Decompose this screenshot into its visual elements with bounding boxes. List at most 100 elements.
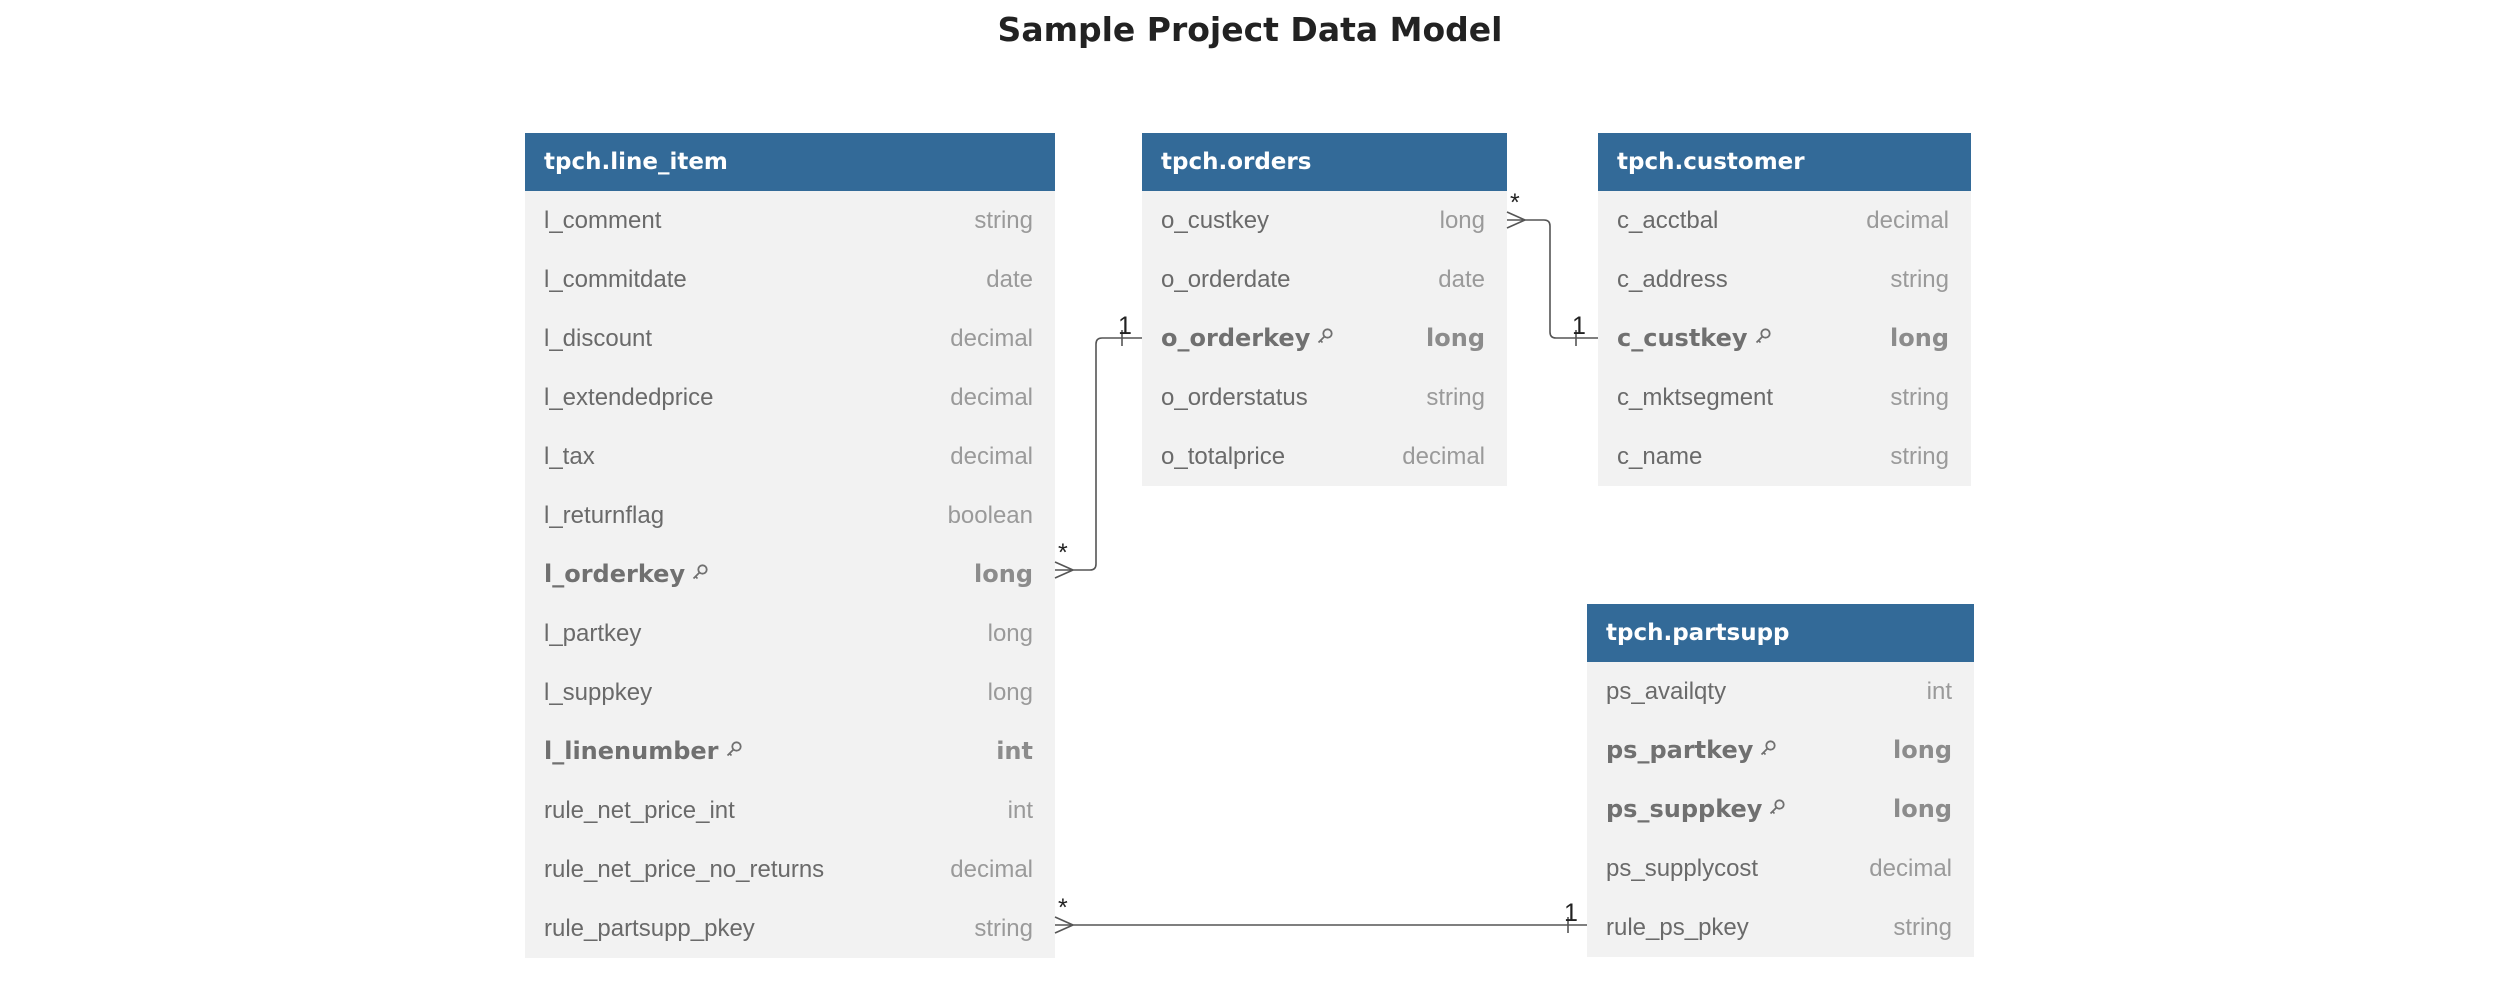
column-name-text: o_custkey [1161, 207, 1270, 234]
column-type: long [1890, 324, 1949, 352]
column-name-text: l_returnflag [544, 502, 665, 529]
column-name-text: c_address [1617, 266, 1728, 293]
column-type: int [1926, 678, 1952, 705]
column-name: c_custkey [1617, 309, 1772, 368]
column-name: l_suppkey [544, 663, 652, 722]
column-name: o_orderdate [1161, 250, 1290, 309]
column-type: decimal [1402, 443, 1485, 470]
column-name-text: o_orderstatus [1161, 384, 1308, 411]
column-type: long [987, 679, 1033, 706]
column-type: long [987, 620, 1033, 647]
column-name-text: rule_net_price_int [544, 797, 735, 824]
column-type: decimal [950, 384, 1033, 411]
column-name: rule_partsupp_pkey [544, 899, 755, 958]
column-row[interactable]: o_orderstatus string [1142, 368, 1507, 427]
column-name: rule_net_price_int [544, 781, 735, 840]
relationship-line-item-orders[interactable]: *1 [1054, 312, 1142, 579]
column-row[interactable]: l_linenumber int [525, 722, 1055, 781]
column-name: c_mktsegment [1617, 368, 1773, 427]
page-title: Sample Project Data Model [997, 10, 1503, 49]
column-name-text: c_name [1617, 443, 1703, 470]
column-row[interactable]: l_suppkey long [525, 663, 1055, 722]
cardinality-one-label: 1 [1118, 312, 1132, 340]
column-name-text: ps_suppkey [1606, 795, 1763, 823]
relationship-orders-customer[interactable]: *1 [1506, 189, 1598, 346]
column-row[interactable]: o_orderkey long [1142, 309, 1507, 368]
column-row[interactable]: c_name string [1598, 427, 1971, 486]
cardinality-one-label: 1 [1572, 312, 1586, 340]
column-type: int [1007, 797, 1033, 824]
column-name: l_linenumber [544, 722, 743, 781]
column-row[interactable]: ps_availqty int [1587, 662, 1974, 721]
column-name: l_returnflag [544, 486, 664, 545]
column-type: string [1890, 443, 1949, 470]
column-row[interactable]: c_custkey long [1598, 309, 1971, 368]
table-header: tpch.line_item [525, 133, 1055, 191]
column-row[interactable]: l_partkey long [525, 604, 1055, 663]
column-row[interactable]: o_custkey long [1142, 191, 1507, 250]
column-row[interactable]: rule_net_price_int int [525, 781, 1055, 840]
column-name-text: ps_partkey [1606, 736, 1754, 764]
column-name-text: o_orderkey [1161, 324, 1311, 352]
column-type: date [1438, 266, 1485, 293]
column-name-text: l_extendedprice [544, 384, 714, 411]
column-name-text: l_linenumber [544, 737, 719, 765]
column-name-text: c_acctbal [1617, 207, 1719, 234]
cardinality-many-label: * [1510, 189, 1520, 217]
column-type: long [1426, 324, 1485, 352]
column-type: decimal [950, 856, 1033, 883]
column-name: c_acctbal [1617, 191, 1718, 250]
key-icon [1768, 779, 1786, 838]
connector-line [1055, 337, 1142, 571]
column-type: decimal [950, 443, 1033, 470]
column-name-text: l_partkey [544, 620, 642, 647]
column-name: o_totalprice [1161, 427, 1285, 486]
table-header: tpch.customer [1598, 133, 1971, 191]
column-name: o_orderstatus [1161, 368, 1308, 427]
column-name: o_custkey [1161, 191, 1269, 250]
relationship-line-item-partsupp[interactable]: *1 [1054, 894, 1587, 934]
column-name-text: l_suppkey [544, 679, 653, 706]
column-name-text: l_orderkey [544, 560, 686, 588]
column-name-text: o_orderdate [1161, 266, 1291, 293]
column-type: long [1439, 207, 1485, 234]
column-row[interactable]: o_totalprice decimal [1142, 427, 1507, 486]
column-type: int [996, 737, 1033, 765]
connector-line [1507, 219, 1598, 339]
column-name: l_extendedprice [544, 368, 713, 427]
column-name: c_name [1617, 427, 1702, 486]
column-row[interactable]: o_orderdate date [1142, 250, 1507, 309]
column-row[interactable]: rule_net_price_no_returns decimal [525, 840, 1055, 899]
column-name: ps_availqty [1606, 662, 1726, 721]
column-type: decimal [950, 325, 1033, 352]
column-name: l_commitdate [544, 250, 687, 309]
column-name-text: l_comment [544, 207, 662, 234]
column-name: ps_suppkey [1606, 780, 1786, 839]
column-row[interactable]: l_extendedprice decimal [525, 368, 1055, 427]
column-type: string [1426, 384, 1485, 411]
column-type: decimal [1866, 207, 1949, 234]
column-name: l_orderkey [544, 545, 709, 604]
column-name: rule_net_price_no_returns [544, 840, 824, 899]
column-name: ps_partkey [1606, 721, 1777, 780]
column-row[interactable]: c_acctbal decimal [1598, 191, 1971, 250]
column-name-text: c_mktsegment [1617, 384, 1774, 411]
